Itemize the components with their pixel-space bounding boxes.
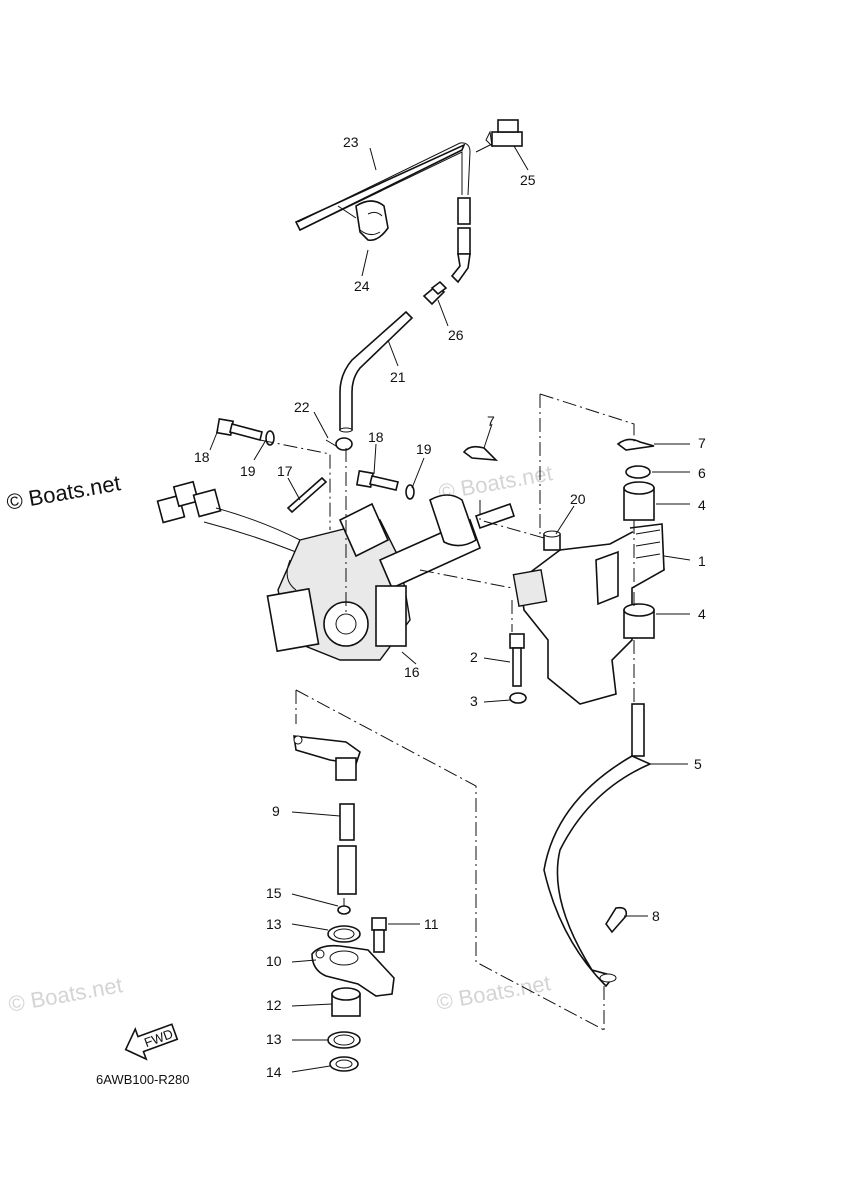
callout-19-right: 19 (416, 441, 432, 457)
callout-10: 10 (266, 953, 282, 969)
callout-8: 8 (652, 908, 660, 924)
part-22-clip (325, 437, 353, 451)
callout-19-left: 19 (240, 463, 256, 479)
part-7-pin-right (616, 438, 655, 451)
callout-7-left: 7 (487, 413, 495, 429)
part-18-bolt-left (215, 417, 263, 441)
callout-15: 15 (266, 885, 282, 901)
dash-line-bolt (259, 439, 331, 530)
part-5-link-rod (543, 703, 652, 988)
callout-4-top: 4 (698, 497, 706, 513)
callout-26: 26 (448, 327, 464, 343)
callout-5: 5 (694, 756, 702, 772)
callout-20: 20 (570, 491, 586, 507)
part-16-actuator (156, 480, 516, 661)
part-19-washer-right (405, 484, 415, 500)
callout-2: 2 (470, 649, 478, 665)
dash-line-shaft-right (295, 689, 605, 1031)
callout-24: 24 (354, 278, 370, 294)
part-1-bracket (512, 523, 665, 705)
watermark-faint-left: © Boats.net (7, 972, 125, 1017)
callout-17: 17 (277, 463, 293, 479)
callout-22: 22 (294, 399, 310, 415)
part-20-bushing (543, 530, 561, 551)
callout-3: 3 (470, 693, 478, 709)
part-23-hose (294, 142, 471, 284)
part-4-bushing-top (623, 481, 655, 521)
part-3-washer (509, 692, 527, 704)
part-11-bolt (371, 917, 387, 953)
part-10-arm (311, 944, 395, 997)
part-13-seal-bottom (327, 1031, 361, 1049)
dash-line-actuator-bracket (419, 569, 513, 589)
part-7-pin-left (462, 445, 499, 461)
part-12-bushing (331, 987, 361, 1017)
callout-11: 11 (424, 916, 439, 932)
part-15-o-ring (337, 905, 351, 915)
callout-18-right: 18 (368, 429, 384, 445)
part-8-pin (605, 906, 628, 934)
dash-line-pin (479, 500, 545, 539)
watermark-main: © Boats.net (5, 470, 123, 515)
callout-6: 6 (698, 465, 706, 481)
leader-lines (209, 145, 691, 1073)
diagram-code: 6AWB100-R280 (96, 1072, 189, 1087)
part-17-cable-tie (286, 476, 328, 514)
callout-23: 23 (343, 134, 359, 150)
part-26-fitting (422, 280, 448, 306)
callout-13-top: 13 (266, 916, 282, 932)
part-2-bolt (509, 633, 525, 687)
callout-4-bottom: 4 (698, 606, 706, 622)
part-6-washer (625, 465, 651, 479)
part-25-clip (475, 119, 523, 153)
part-9-shaft (293, 735, 361, 895)
callout-18-left: 18 (194, 449, 210, 465)
callout-12: 12 (266, 997, 282, 1013)
part-14-clip (329, 1056, 359, 1072)
part-21-hose (339, 310, 414, 433)
callout-7-right: 7 (698, 435, 706, 451)
part-4-bushing-bottom (623, 603, 655, 639)
callout-14: 14 (266, 1064, 282, 1080)
part-13-seal-top (327, 925, 361, 943)
callout-13-bottom: 13 (266, 1031, 282, 1047)
callout-25: 25 (520, 172, 536, 188)
callout-9: 9 (272, 803, 280, 819)
dash-line-bracket-top (539, 393, 635, 442)
part-24-clamp (355, 200, 389, 242)
part-18-bolt-right (355, 469, 399, 491)
callout-1: 1 (698, 553, 706, 569)
callout-16: 16 (404, 664, 420, 680)
fwd-arrow-icon: FWD (124, 1023, 179, 1061)
watermark-faint-right: © Boats.net (435, 970, 553, 1015)
callout-21: 21 (390, 369, 406, 385)
